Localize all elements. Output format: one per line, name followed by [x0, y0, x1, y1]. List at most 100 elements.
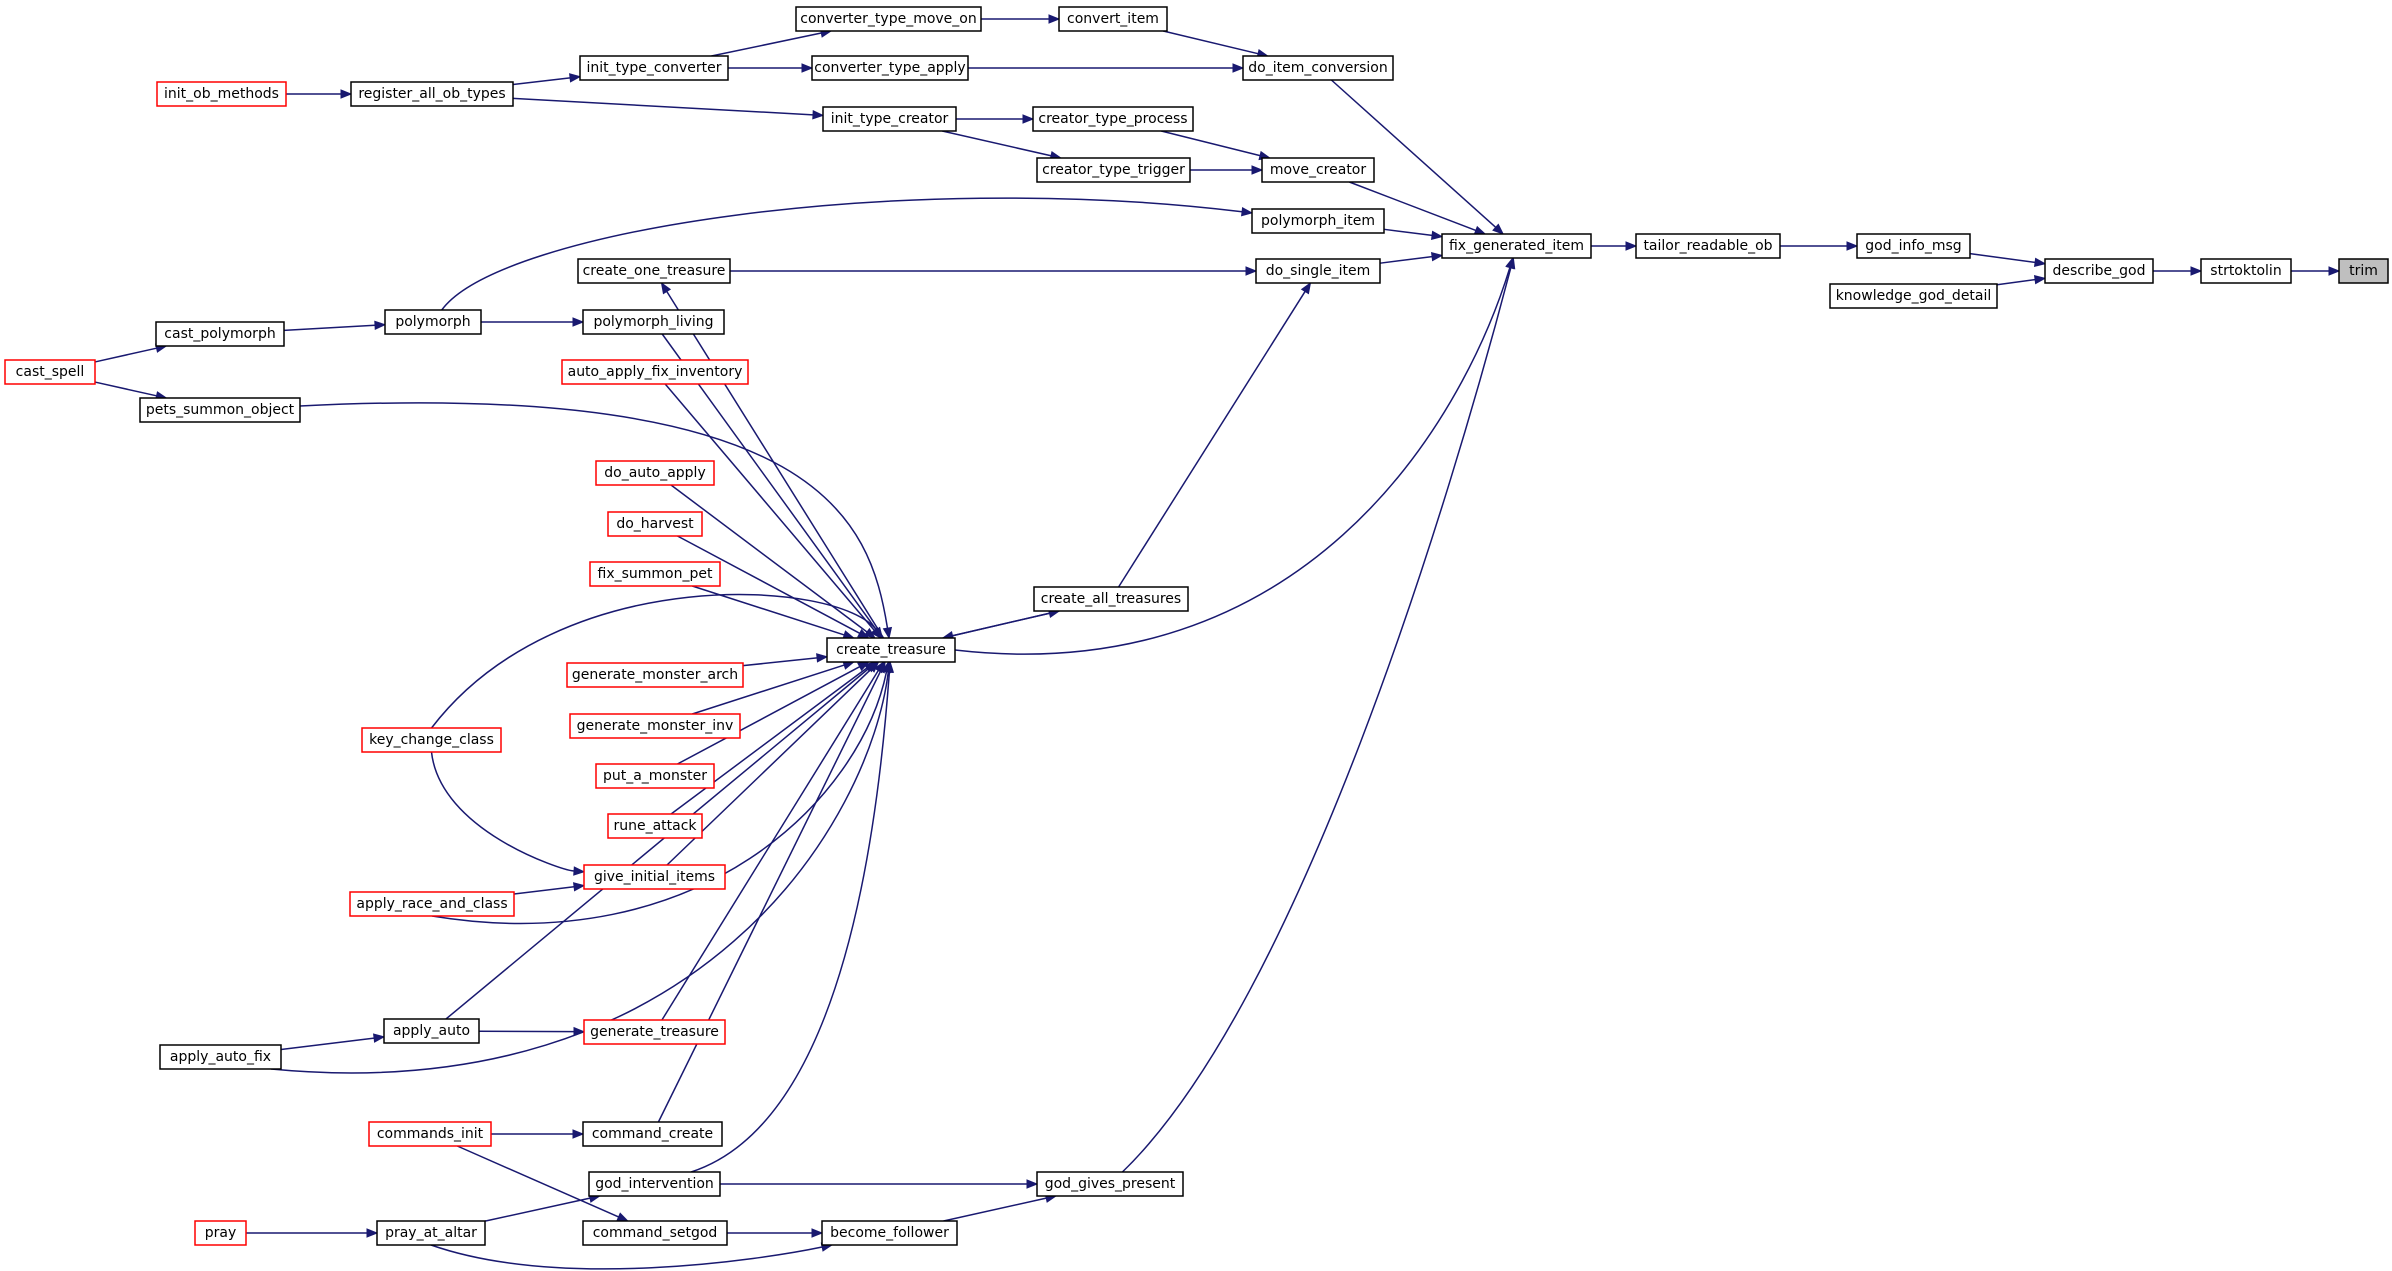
- node-label: become_follower: [830, 1225, 949, 1241]
- node-label: create_treasure: [836, 642, 946, 658]
- node-create_one_treasure[interactable]: create_one_treasure: [577, 258, 731, 284]
- node-generate_monster_inv[interactable]: generate_monster_inv: [569, 713, 741, 739]
- edge-fix_generated_item-to-tailor_readable_ob: [1591, 241, 1638, 251]
- node-init_ob_methods[interactable]: init_ob_methods: [156, 81, 287, 107]
- node-do_harvest[interactable]: do_harvest: [607, 511, 703, 537]
- edge-commands_init-to-command_create: [491, 1129, 585, 1139]
- node-box: [561, 359, 749, 385]
- edge-arrowhead: [572, 1129, 585, 1139]
- node-polymorph[interactable]: polymorph: [384, 309, 482, 335]
- node-commands_init[interactable]: commands_init: [368, 1121, 492, 1147]
- node-strtoktolin[interactable]: strtoktolin: [2200, 258, 2292, 284]
- node-label: polymorph_item: [1261, 213, 1375, 229]
- node-key_change_class[interactable]: key_change_class: [361, 727, 502, 753]
- node-trim[interactable]: trim: [2338, 258, 2389, 284]
- edge-convert_item-to-do_item_conversion: [1163, 30, 1270, 59]
- node-apply_race_and_class[interactable]: apply_race_and_class: [349, 891, 515, 917]
- edge-init_type_creator-to-creator_type_trigger: [942, 130, 1063, 161]
- node-box: [595, 460, 715, 486]
- node-converter_type_move_on[interactable]: converter_type_move_on: [795, 6, 982, 32]
- node-generate_monster_arch[interactable]: generate_monster_arch: [566, 662, 744, 688]
- edge-line: [1969, 252, 2036, 264]
- node-do_auto_apply[interactable]: do_auto_apply: [595, 460, 715, 486]
- node-box: [350, 81, 514, 107]
- node-do_single_item[interactable]: do_single_item: [1255, 258, 1381, 284]
- edge-polymorph-to-polymorph_living: [481, 317, 585, 327]
- node-auto_apply_fix_inventory[interactable]: auto_apply_fix_inventory: [561, 359, 749, 385]
- node-creator_type_trigger[interactable]: creator_type_trigger: [1036, 157, 1191, 183]
- node-rune_attack[interactable]: rune_attack: [607, 813, 703, 839]
- edge-god_info_msg-to-describe_god: [1969, 252, 2047, 268]
- edge-line: [430, 1244, 823, 1270]
- node-fix_summon_pet[interactable]: fix_summon_pet: [589, 561, 721, 587]
- edge-line: [677, 535, 861, 634]
- node-box: [368, 1121, 492, 1147]
- node-cast_spell[interactable]: cast_spell: [4, 359, 96, 385]
- node-label: fix_summon_pet: [598, 566, 713, 582]
- edge-line: [670, 667, 868, 815]
- node-describe_god[interactable]: describe_god: [2044, 258, 2154, 284]
- edge-apply_auto_fix-to-apply_auto: [280, 1033, 386, 1051]
- node-register_all_ob_types[interactable]: register_all_ob_types: [350, 81, 514, 107]
- node-create_treasure[interactable]: create_treasure: [826, 637, 956, 663]
- edge-line: [677, 666, 861, 765]
- node-pray_at_altar[interactable]: pray_at_altar: [376, 1220, 486, 1246]
- node-command_setgod[interactable]: command_setgod: [582, 1220, 728, 1246]
- node-label: convert_item: [1067, 11, 1159, 27]
- node-label: god_info_msg: [1865, 238, 1961, 254]
- edge-polymorph_item-to-fix_generated_item: [1383, 228, 1444, 241]
- edge-line: [512, 77, 571, 86]
- node-create_all_treasures[interactable]: create_all_treasures: [1033, 586, 1189, 612]
- node-box: [155, 321, 285, 347]
- edge-line: [430, 593, 877, 729]
- node-label: converter_type_move_on: [800, 11, 976, 27]
- edge-line: [661, 670, 879, 1021]
- node-init_type_converter[interactable]: init_type_converter: [579, 55, 729, 81]
- node-box: [1829, 283, 1998, 309]
- node-god_intervention[interactable]: god_intervention: [588, 1171, 721, 1197]
- edge-arrowhead: [374, 320, 387, 331]
- edge-arrowhead: [572, 317, 585, 327]
- node-knowledge_god_detail[interactable]: knowledge_god_detail: [1829, 283, 1998, 309]
- node-generate_treasure[interactable]: generate_treasure: [583, 1019, 726, 1045]
- edge-line: [1161, 130, 1261, 157]
- node-label: generate_monster_inv: [577, 718, 734, 734]
- node-apply_auto_fix[interactable]: apply_auto_fix: [159, 1044, 282, 1070]
- node-command_create[interactable]: command_create: [582, 1121, 723, 1147]
- node-creator_type_process[interactable]: creator_type_process: [1032, 106, 1194, 132]
- node-box: [2044, 258, 2154, 284]
- edge-arrowhead: [872, 626, 884, 640]
- edge-register_all_ob_types-to-init_type_converter: [512, 73, 582, 86]
- node-give_initial_items[interactable]: give_initial_items: [583, 864, 726, 890]
- node-god_info_msg[interactable]: god_info_msg: [1856, 233, 1971, 259]
- node-polymorph_item[interactable]: polymorph_item: [1251, 208, 1385, 234]
- node-cast_polymorph[interactable]: cast_polymorph: [155, 321, 285, 347]
- node-label: polymorph: [395, 314, 470, 330]
- node-convert_item[interactable]: convert_item: [1058, 6, 1168, 32]
- node-init_type_creator[interactable]: init_type_creator: [822, 106, 957, 132]
- node-apply_auto[interactable]: apply_auto: [383, 1018, 480, 1044]
- edge-arrowhead: [812, 110, 825, 120]
- edge-key_change_class-to-create_treasure: [430, 593, 884, 729]
- edge-arrowhead: [660, 281, 672, 295]
- node-do_item_conversion[interactable]: do_item_conversion: [1242, 55, 1394, 81]
- node-tailor_readable_ob[interactable]: tailor_readable_ob: [1635, 233, 1781, 259]
- node-converter_type_apply[interactable]: converter_type_apply: [811, 55, 969, 81]
- node-box: [1856, 233, 1971, 259]
- node-label: init_type_creator: [831, 111, 949, 127]
- node-box: [1032, 106, 1194, 132]
- node-move_creator[interactable]: move_creator: [1261, 157, 1375, 183]
- node-god_gives_present[interactable]: god_gives_present: [1036, 1171, 1184, 1197]
- edge-arrowhead: [573, 866, 586, 876]
- node-put_a_monster[interactable]: put_a_monster: [595, 763, 715, 789]
- edge-line: [299, 402, 889, 629]
- node-label: do_harvest: [616, 516, 694, 532]
- node-become_follower[interactable]: become_follower: [821, 1220, 958, 1246]
- node-polymorph_living[interactable]: polymorph_living: [582, 309, 725, 335]
- node-label: pray_at_altar: [385, 1225, 477, 1241]
- node-fix_generated_item[interactable]: fix_generated_item: [1441, 233, 1592, 259]
- node-pets_summon_object[interactable]: pets_summon_object: [139, 397, 301, 423]
- edge-cast_spell-to-pets_summon_object: [94, 381, 168, 401]
- edge-do_item_conversion-to-fix_generated_item: [1330, 79, 1505, 235]
- node-pray[interactable]: pray: [194, 1220, 247, 1246]
